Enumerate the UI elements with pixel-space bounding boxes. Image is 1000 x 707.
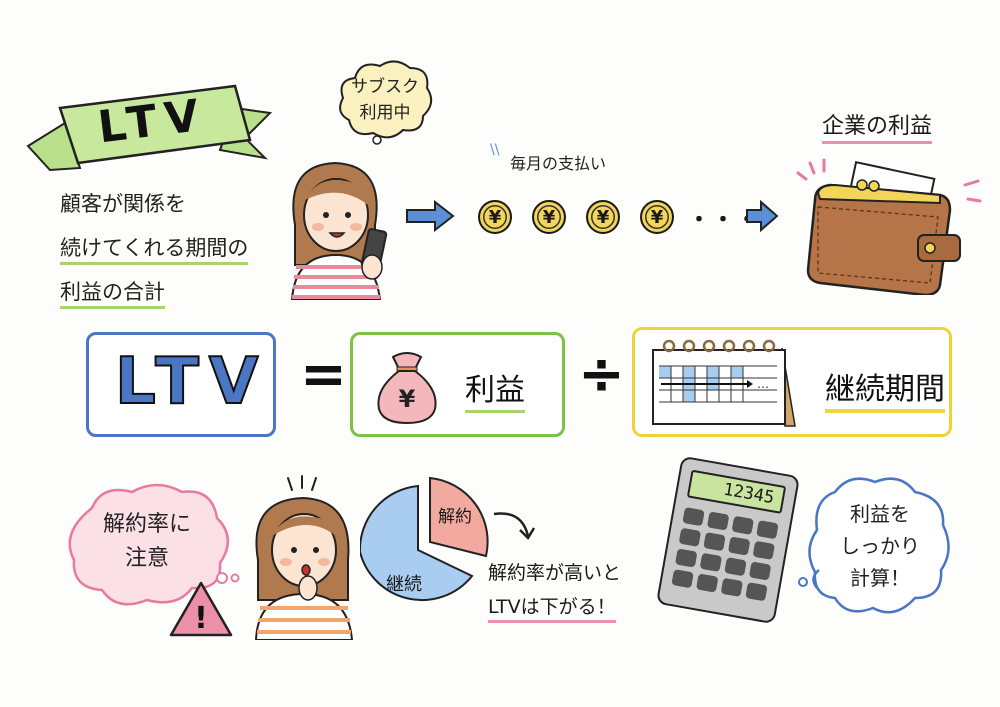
woman-with-phone bbox=[280, 155, 400, 301]
profit-box: ¥ 利益 bbox=[350, 332, 565, 437]
definition-line-1: 顧客が関係を bbox=[60, 192, 186, 216]
svg-text:!: ! bbox=[194, 601, 208, 636]
sparkle-icon: \\ bbox=[490, 142, 500, 158]
yen-coin-icon: ¥ bbox=[478, 200, 512, 234]
definition-line-2: 続けてくれる期間の bbox=[60, 232, 300, 265]
yen-coin-icon: ¥ bbox=[586, 200, 620, 234]
pie-caption: 解約率が高いと LTVは下がる！ bbox=[488, 556, 621, 624]
warning-bubble-text: 解約率に 注意 bbox=[102, 512, 191, 571]
ltv-label: LTV bbox=[114, 344, 269, 420]
calc-thought-bubble: 利益を しっかり 計算！ bbox=[795, 470, 955, 625]
ltv-box: LTV bbox=[86, 332, 276, 437]
wallet-icon bbox=[796, 158, 982, 297]
warning-triangle: ! bbox=[168, 580, 234, 642]
bubble-text: サブスク 利用中 bbox=[351, 77, 419, 123]
ribbon-shape-icon bbox=[26, 84, 273, 172]
thinking-woman-icon bbox=[254, 475, 354, 641]
coin-row: ¥ ¥ ¥ ¥ bbox=[478, 200, 674, 234]
calculator: 12345 bbox=[655, 455, 801, 625]
svg-text:…: … bbox=[757, 377, 769, 391]
yen-coin-icon: ¥ bbox=[640, 200, 674, 234]
definition-text: 顧客が関係を 続けてくれる期間の 利益の合計 bbox=[60, 188, 300, 309]
wallet bbox=[790, 155, 990, 297]
pie-retention-label: 継続 bbox=[386, 574, 422, 595]
cloud-bubble-icon bbox=[798, 477, 950, 614]
thought-bubble-subscription: サブスク 利用中 bbox=[335, 58, 435, 148]
period-box: … 継続期間 bbox=[632, 327, 952, 437]
pie-chart-icon bbox=[358, 476, 489, 602]
svg-text:¥: ¥ bbox=[399, 385, 416, 413]
warning-icon: ! bbox=[169, 581, 233, 637]
arrow-right-icon bbox=[746, 199, 779, 233]
calculator-keys bbox=[671, 507, 779, 602]
arrow-right-1 bbox=[405, 199, 455, 236]
period-label: 継続期間 bbox=[825, 364, 945, 413]
profit-label: 利益 bbox=[465, 365, 525, 413]
divide-sign: ÷ bbox=[578, 342, 625, 407]
cloud-bubble-icon bbox=[68, 483, 240, 606]
company-profit-label: 企業の利益 bbox=[822, 108, 933, 144]
definition-line-3: 利益の合計 bbox=[60, 276, 300, 309]
curved-arrow-icon bbox=[493, 512, 536, 541]
calendar-icon: … bbox=[652, 339, 796, 427]
warning-bubble: 解約率に 注意 bbox=[62, 478, 242, 638]
churn-pie-chart: 解約 継続 bbox=[358, 470, 490, 620]
money-bag-icon: ¥ bbox=[377, 352, 437, 425]
monthly-payment-label: \\ 毎月の支払い bbox=[490, 142, 607, 173]
worried-woman bbox=[248, 470, 358, 641]
equals-sign: = bbox=[300, 342, 347, 407]
curved-arrow bbox=[492, 508, 537, 548]
woman-phone-icon bbox=[290, 161, 388, 301]
cloud-bubble-icon bbox=[339, 60, 433, 145]
arrow-right-2 bbox=[745, 199, 779, 236]
pie-churn-label: 解約 bbox=[438, 507, 472, 527]
yen-coin-icon: ¥ bbox=[532, 200, 566, 234]
title-ribbon: LTV bbox=[20, 68, 275, 178]
arrow-right-icon bbox=[406, 199, 455, 233]
calc-bubble-text: 利益を しっかり 計算！ bbox=[840, 502, 920, 590]
